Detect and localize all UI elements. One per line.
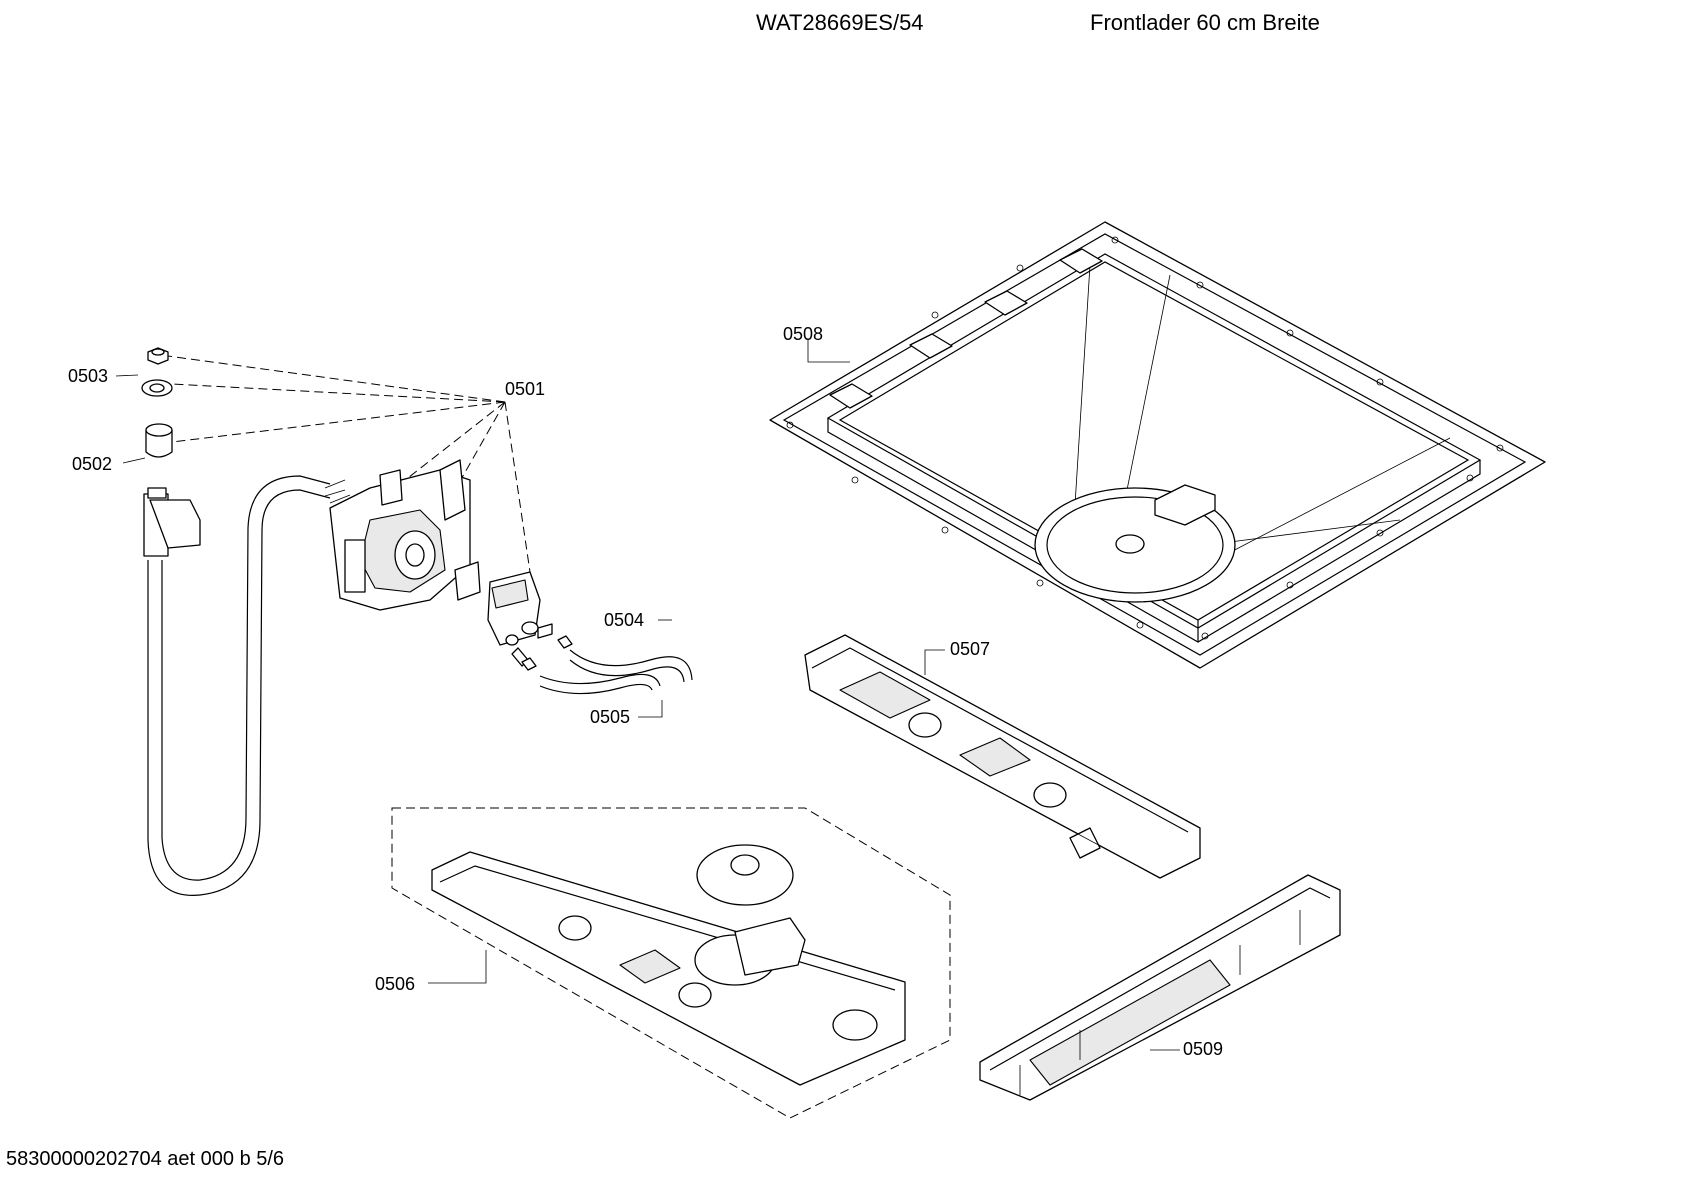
document-code: 58300000202704 aet 000 b 5/6 <box>6 1148 285 1170</box>
part-label-0501: 0501 <box>505 379 545 399</box>
inlet-hose <box>143 475 351 896</box>
part-label-0509: 0509 <box>1183 1039 1223 1059</box>
part-0506-group <box>391 807 951 1119</box>
part-label-0508: 0508 <box>783 324 823 344</box>
part-label-0507: 0507 <box>950 639 990 659</box>
part-0502-cap <box>145 423 173 458</box>
frame-screw-holes <box>786 236 1504 640</box>
appliance-description: Frontlader 60 cm Breite <box>1090 10 1320 35</box>
part-label-0503: 0503 <box>68 366 108 386</box>
part-0508-frame <box>769 221 1546 669</box>
part-label-0506: 0506 <box>375 974 415 994</box>
part-0507-rail <box>804 634 1201 879</box>
part-label-0502: 0502 <box>72 454 112 474</box>
part-0509-rail <box>979 874 1341 1101</box>
solenoid-valve <box>487 571 553 667</box>
model-number: WAT28669ES/54 <box>756 10 924 35</box>
part-label-0504: 0504 <box>604 610 644 630</box>
assembly-dash-lines <box>167 355 531 573</box>
part-0501-inlet-assembly <box>329 459 481 611</box>
hoses-0504-0505 <box>521 635 693 695</box>
leader-lines <box>115 340 1180 1051</box>
part-0503-nut-and-washer <box>141 347 173 397</box>
part-label-0505: 0505 <box>590 707 630 727</box>
